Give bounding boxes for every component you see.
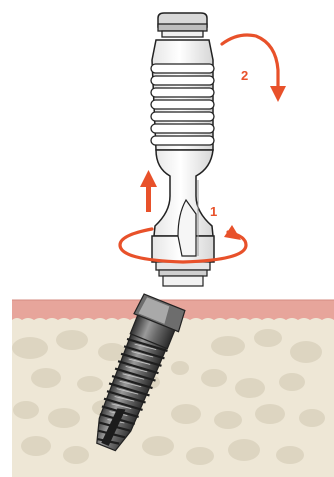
step-label-2: 2 — [241, 68, 248, 83]
step-label-1: 1 — [210, 204, 217, 219]
rotate-arc-arrow-icon — [222, 35, 286, 102]
driver-grip-ridges — [151, 64, 214, 145]
insertion-driver — [151, 13, 214, 286]
lift-up-arrow-icon — [140, 170, 157, 212]
